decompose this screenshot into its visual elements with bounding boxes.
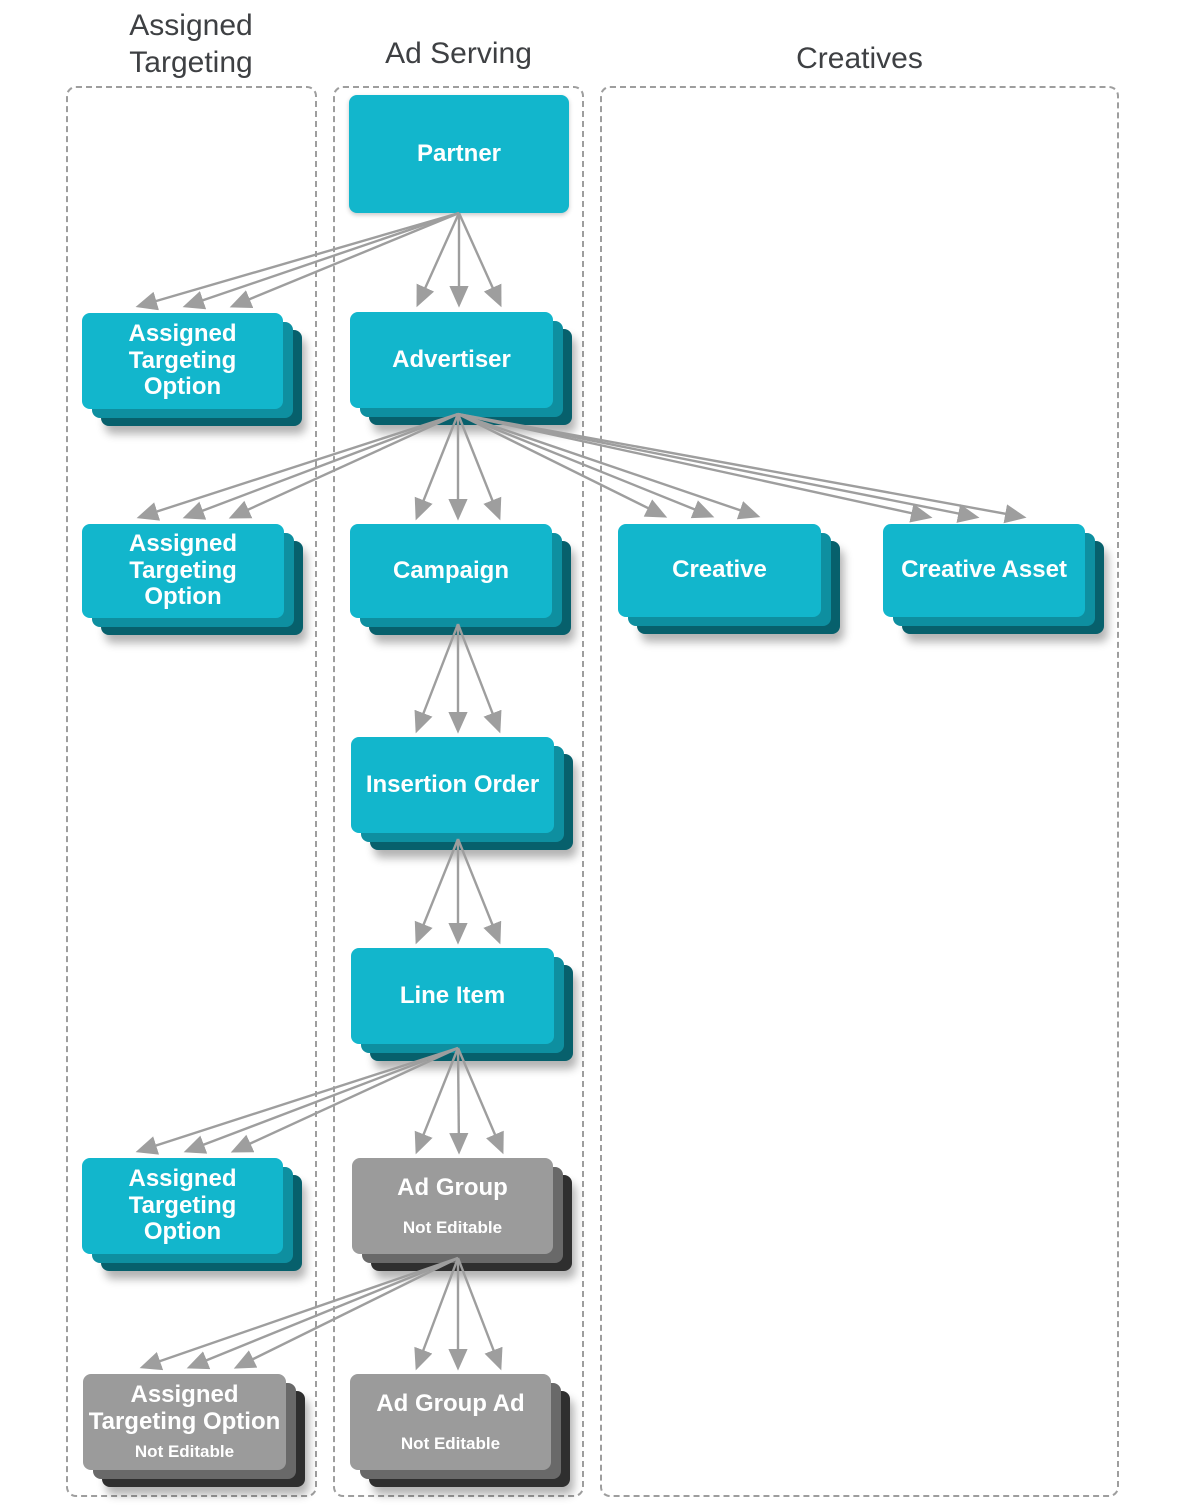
column-frame-ad-serving	[333, 86, 584, 1497]
node-ad-group-ad-not-editable-badge: Not Editable	[400, 1433, 501, 1453]
node-assigned-targeting-option-advertiser: Assigned Targeting Option	[82, 524, 284, 618]
node-partner-label: Partner	[416, 139, 502, 167]
node-advertiser: Advertiser	[350, 312, 553, 408]
node-ad-group: Ad Group Not Editable	[352, 1158, 553, 1254]
node-line-item-label: Line Item	[399, 981, 506, 1009]
node-creative-label: Creative	[672, 556, 767, 584]
node-ato-line-item-label: Assigned Targeting Option	[128, 1164, 237, 1246]
node-ato-ad-group-label: Assigned Targeting Option	[88, 1381, 281, 1436]
node-partner: Partner	[349, 95, 569, 213]
column-frame-creatives	[600, 86, 1119, 1497]
node-campaign-label: Campaign	[392, 556, 509, 584]
node-creative-asset-label: Creative Asset	[901, 556, 1067, 584]
node-ato-ad-group-not-editable-badge: Not Editable	[134, 1442, 235, 1462]
node-ad-group-not-editable-badge: Not Editable	[402, 1217, 503, 1237]
node-campaign: Campaign	[350, 524, 552, 618]
node-creative: Creative	[618, 524, 821, 617]
column-title-ad-serving: Ad Serving	[385, 37, 532, 70]
column-frame-assigned-targeting	[66, 86, 317, 1497]
node-ad-group-ad-label: Ad Group Ad	[376, 1389, 525, 1417]
column-title-assigned-targeting: Assigned Targeting	[129, 9, 253, 79]
node-ad-group-label: Ad Group	[397, 1173, 508, 1201]
node-assigned-targeting-option-ad-group: Assigned Targeting Option Not Editable	[83, 1374, 286, 1470]
node-ato-advertiser-label: Assigned Targeting Option	[128, 529, 238, 611]
node-ato-partner-label: Assigned Targeting Option	[128, 319, 237, 401]
node-assigned-targeting-option-line-item: Assigned Targeting Option	[82, 1158, 283, 1254]
node-insertion-order-label: Insertion Order	[365, 770, 540, 798]
node-line-item: Line Item	[351, 948, 554, 1044]
column-title-creatives: Creatives	[796, 42, 923, 75]
node-advertiser-label: Advertiser	[392, 345, 511, 373]
node-assigned-targeting-option-partner: Assigned Targeting Option	[82, 313, 283, 409]
node-creative-asset: Creative Asset	[883, 524, 1085, 617]
node-insertion-order: Insertion Order	[351, 737, 554, 833]
node-ad-group-ad: Ad Group Ad Not Editable	[350, 1374, 551, 1470]
